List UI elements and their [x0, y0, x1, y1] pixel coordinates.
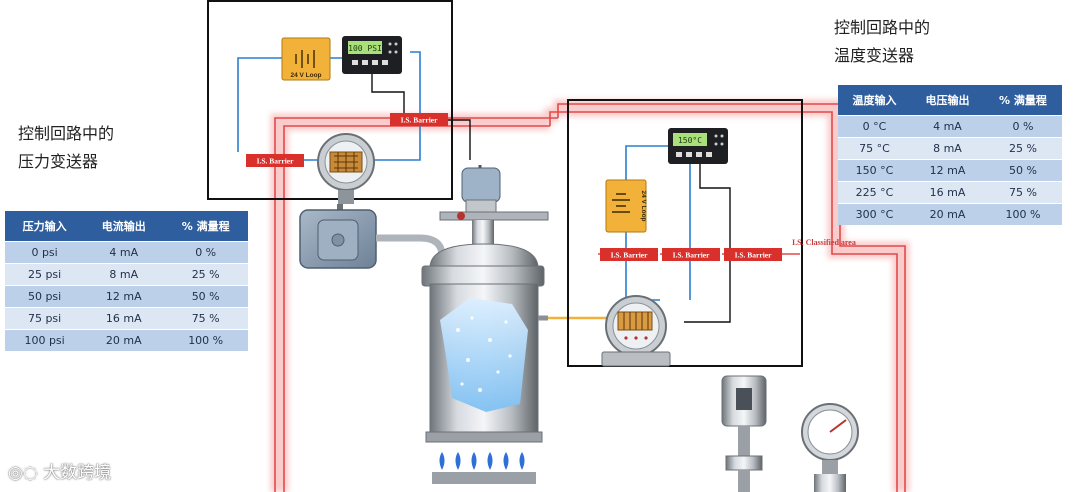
- temperature-table-col-percent: % 满量程: [983, 85, 1062, 116]
- svg-text:I.S. Barrier: I.S. Barrier: [257, 157, 295, 166]
- pressure-table-col-input: 压力输入: [5, 211, 85, 242]
- temperature-table: 温度输入 电压输出 % 满量程 0 °C 4 mA 0 % 75 °C 8 mA…: [838, 85, 1062, 225]
- table-row: 300 °C 20 mA 100 %: [838, 203, 1062, 225]
- svg-text:I.S. Barrier: I.S. Barrier: [611, 251, 649, 260]
- table-row: 50 psi 12 mA 50 %: [5, 285, 248, 308]
- temperature-caption-line2: 温度变送器: [834, 46, 915, 65]
- table-row: 100 psi 20 mA 100 %: [5, 329, 248, 351]
- temperature-display-value: 150°C: [678, 136, 702, 145]
- table-row: 0 psi 4 mA 0 %: [5, 241, 248, 264]
- temperature-table-header: 温度输入 电压输出 % 满量程: [838, 85, 1062, 116]
- control-valve: [439, 165, 549, 246]
- pressure-table-col-current: 电流输出: [84, 211, 164, 242]
- temperature-table-col-output: 电压输出: [910, 85, 984, 116]
- classified-area-label: I.S. Classified area: [792, 238, 856, 247]
- watermark-logo-icon: ◎◌: [8, 463, 38, 483]
- pressure-table-col-percent: % 满量程: [163, 211, 248, 242]
- process-vessel: [421, 243, 620, 443]
- temperature-barrier-1: I.S. Barrier: [600, 248, 658, 261]
- table-row: 225 °C 16 mA 75 %: [838, 181, 1062, 204]
- table-row: 75 psi 16 mA 75 %: [5, 307, 248, 330]
- pressure-caption-line2: 压力变送器: [18, 152, 99, 171]
- temperature-barrier-3: I.S. Barrier: [724, 248, 782, 261]
- pressure-gauge: [801, 403, 859, 492]
- watermark: ◎◌ 大数跨境: [8, 458, 111, 483]
- svg-text:I.S. Barrier: I.S. Barrier: [401, 116, 439, 125]
- pressure-transmitter: [317, 133, 375, 204]
- temperature-transmitter: [601, 295, 671, 367]
- pressure-barrier-left: I.S. Barrier: [246, 154, 304, 167]
- table-row: 25 psi 8 mA 25 %: [5, 263, 248, 286]
- pressure-display-value: 100 PSI: [348, 44, 382, 53]
- pressure-table-header: 压力输入 电流输出 % 满量程: [5, 211, 248, 242]
- temperature-table-col-input: 温度输入: [838, 85, 911, 116]
- burner-flames: [432, 452, 536, 484]
- pressure-power-supply: 24 V Loop: [281, 37, 331, 81]
- svg-text:I.S. Barrier: I.S. Barrier: [673, 251, 711, 260]
- table-row: 150 °C 12 mA 50 %: [838, 159, 1062, 182]
- pressure-caption-line1: 控制回路中的: [18, 124, 115, 143]
- temperature-barrier-2: I.S. Barrier: [662, 248, 720, 261]
- pressure-indicator: 100 PSI: [342, 36, 402, 74]
- pressure-loop-box: [207, 0, 453, 200]
- pressure-barrier-top: I.S. Barrier: [390, 113, 448, 126]
- pressure-loop-label: 24 V Loop: [290, 72, 321, 79]
- table-row: 0 °C 4 mA 0 %: [838, 115, 1062, 138]
- temperature-caption: 控制回路中的 温度变送器: [834, 14, 930, 70]
- pressure-table: 压力输入 电流输出 % 满量程 0 psi 4 mA 0 % 25 psi 8 …: [5, 211, 248, 351]
- temperature-loop-label: 24 V Loop: [640, 190, 647, 221]
- pressure-sensor-body: [299, 204, 446, 269]
- svg-text:I.S. Barrier: I.S. Barrier: [735, 251, 773, 260]
- field-valve: [721, 375, 767, 492]
- temperature-loop-box: [567, 99, 803, 367]
- temperature-power-supply: 24 V Loop: [605, 179, 647, 233]
- temperature-indicator: 150°C: [668, 128, 728, 164]
- pressure-caption: 控制回路中的 压力变送器: [18, 120, 114, 176]
- temperature-caption-line1: 控制回路中的: [834, 18, 931, 37]
- watermark-text: 大数跨境: [43, 463, 112, 483]
- table-row: 75 °C 8 mA 25 %: [838, 137, 1062, 160]
